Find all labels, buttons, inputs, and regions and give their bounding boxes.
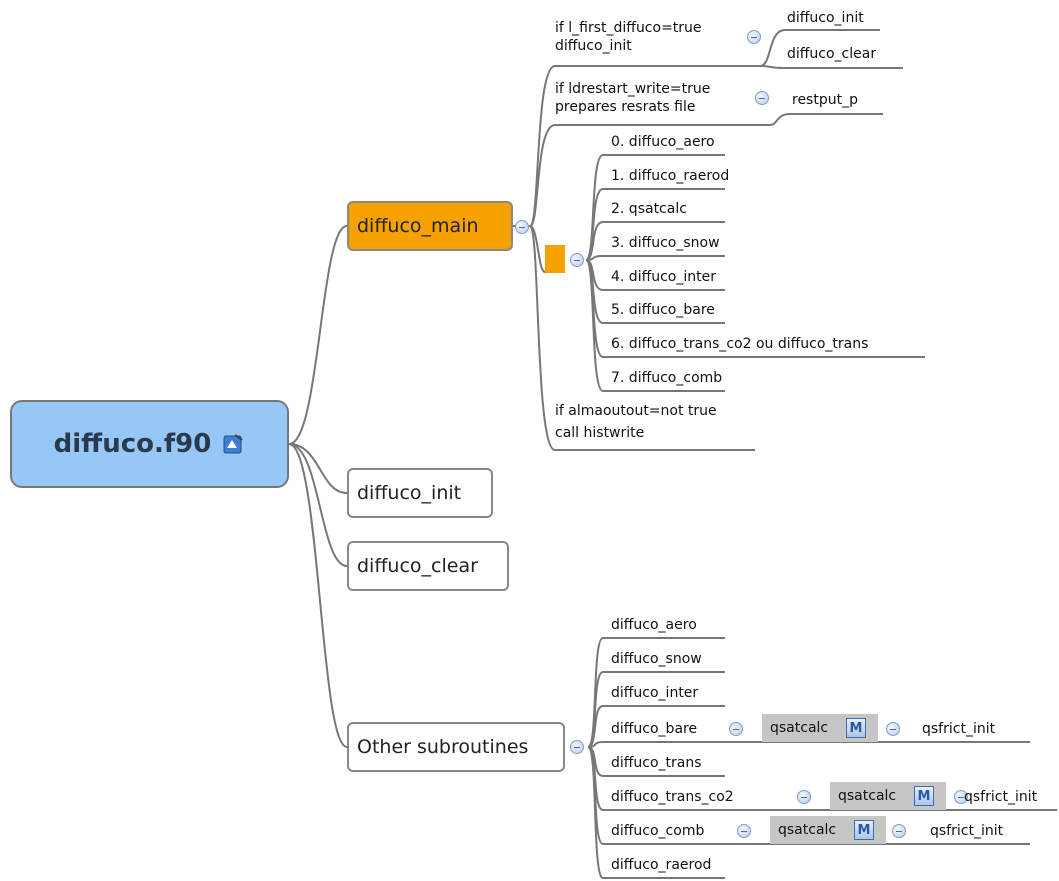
- step-item[interactable]: 5. diffuco_bare: [611, 302, 715, 318]
- list-item[interactable]: diffuco_aero: [611, 617, 697, 633]
- collapse-toggle-icon[interactable]: [729, 722, 743, 736]
- node-diffuco-main-label: diffuco_main: [357, 215, 479, 237]
- sub-diffuco-clear[interactable]: diffuco_clear: [787, 46, 877, 62]
- step-item[interactable]: 1. diffuco_raerod: [611, 168, 730, 184]
- sub-restput-p[interactable]: restput_p: [792, 92, 858, 108]
- alma-line2: call histwrite: [555, 425, 645, 441]
- collapse-toggle-icon[interactable]: [737, 824, 751, 838]
- step-group-marker[interactable]: [545, 245, 565, 273]
- qsatcalc-label: qsatcalc: [838, 788, 897, 804]
- list-item[interactable]: diffuco_raerod: [611, 857, 712, 873]
- node-diffuco-init-label: diffuco_init: [357, 482, 462, 504]
- step-item[interactable]: 7. diffuco_comb: [611, 370, 723, 386]
- collapse-toggle-icon[interactable]: [570, 740, 584, 754]
- root-node[interactable]: diffuco.f90: [10, 400, 289, 488]
- module-m-icon: M: [914, 786, 934, 806]
- app-document-icon: [223, 434, 243, 454]
- step-item[interactable]: 6. diffuco_trans_co2 ou diffuco_trans: [611, 336, 869, 352]
- collapse-toggle-icon[interactable]: [954, 790, 968, 804]
- qsfrict-init-item[interactable]: qsfrict_init: [922, 721, 996, 737]
- restart-line1: if ldrestart_write=true: [555, 81, 711, 97]
- collapse-toggle-icon[interactable]: [515, 220, 529, 234]
- list-item[interactable]: diffuco_inter: [611, 685, 699, 701]
- step-item[interactable]: 3. diffuco_snow: [611, 235, 720, 251]
- step-item[interactable]: 0. diffuco_aero: [611, 134, 715, 150]
- node-other-subroutines-label: Other subroutines: [357, 736, 529, 758]
- list-item[interactable]: diffuco_comb: [611, 823, 705, 839]
- qsfrict-init-item[interactable]: qsfrict_init: [930, 823, 1004, 839]
- list-item[interactable]: diffuco_trans: [611, 755, 702, 771]
- sub-diffuco-init[interactable]: diffuco_init: [787, 10, 864, 26]
- collapse-toggle-icon[interactable]: [886, 722, 900, 736]
- list-item[interactable]: diffuco_trans_co2: [611, 789, 734, 805]
- collapse-toggle-icon[interactable]: [755, 91, 769, 105]
- collapse-toggle-icon[interactable]: [797, 790, 811, 804]
- module-m-icon: M: [846, 718, 866, 738]
- node-diffuco-init[interactable]: diffuco_init: [347, 468, 493, 518]
- first-diffuco-line1: if l_first_diffuco=true: [555, 20, 702, 36]
- list-item[interactable]: diffuco_snow: [611, 651, 702, 667]
- collapse-toggle-icon[interactable]: [747, 30, 761, 44]
- node-other-subroutines[interactable]: Other subroutines: [347, 722, 565, 772]
- step-item[interactable]: 2. qsatcalc: [611, 201, 687, 217]
- collapse-toggle-icon[interactable]: [892, 824, 906, 838]
- qsfrict-init-item[interactable]: qsfrict_init: [964, 789, 1038, 805]
- first-diffuco-line2: diffuco_init: [555, 38, 632, 54]
- qsatcalc-label: qsatcalc: [778, 822, 837, 838]
- node-diffuco-clear[interactable]: diffuco_clear: [347, 541, 509, 591]
- restart-line2: prepares resrats file: [555, 99, 696, 115]
- node-diffuco-clear-label: diffuco_clear: [357, 555, 478, 577]
- list-item[interactable]: diffuco_bare: [611, 721, 698, 737]
- step-item[interactable]: 4. diffuco_inter: [611, 269, 716, 285]
- module-m-icon: M: [854, 820, 874, 840]
- collapse-toggle-icon[interactable]: [570, 253, 584, 267]
- alma-line1: if almaoutout=not true: [555, 403, 717, 419]
- root-title: diffuco.f90: [53, 429, 212, 459]
- qsatcalc-label: qsatcalc: [770, 720, 829, 736]
- node-diffuco-main[interactable]: diffuco_main: [347, 201, 513, 251]
